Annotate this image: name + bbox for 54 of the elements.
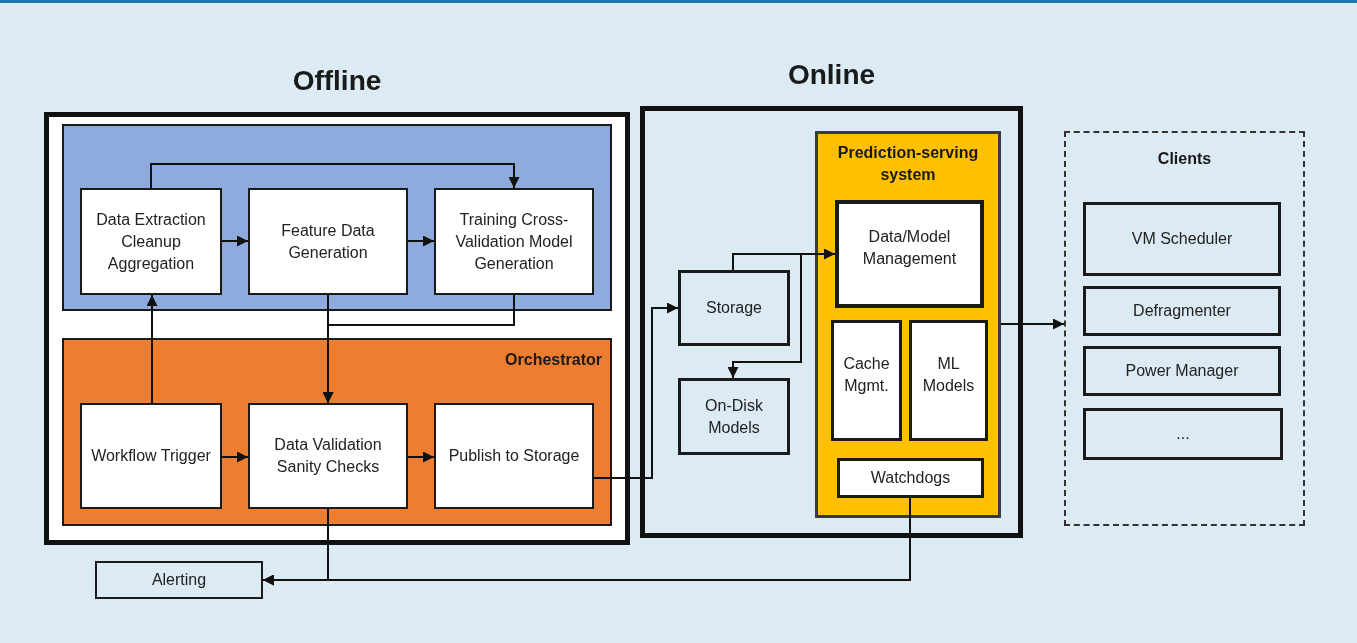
process-box [80, 188, 222, 295]
node-label: Defragmenter [1132, 301, 1232, 321]
process-box [434, 403, 594, 509]
node-label: ML Models [921, 354, 976, 396]
group-panel [62, 338, 612, 526]
group-heading: Orchestrator [505, 350, 602, 370]
group-heading: Offline [291, 67, 383, 95]
node-label: Power Manager [1124, 361, 1240, 381]
process-box [248, 403, 408, 509]
arrow [322, 294, 515, 404]
component-box [909, 320, 988, 441]
arrow [1000, 318, 1065, 330]
node-label: Feature Data Generation [280, 220, 376, 263]
storage-box [678, 270, 790, 346]
arrow [727, 253, 802, 379]
node-label: ... [1175, 424, 1191, 444]
node-label: VM Scheduler [1130, 229, 1234, 249]
group-heading: Online [786, 61, 877, 89]
arrow [407, 235, 435, 247]
node-label: Watchdogs [869, 468, 952, 488]
arrow [150, 163, 520, 189]
node-label: Data Validation Sanity Checks [273, 435, 383, 477]
client-box [1083, 286, 1281, 336]
group-panel [62, 124, 612, 311]
node-label: Cache Mgmt. [842, 354, 891, 396]
arrow [221, 451, 249, 463]
client-box [1083, 202, 1281, 276]
node-label: Data/Model Management [861, 227, 958, 269]
arrow [221, 235, 249, 247]
node-label: Data Extraction Cleanup Aggregation [95, 209, 207, 274]
process-box [434, 188, 594, 295]
node-label: Storage [704, 298, 763, 318]
node-label: Publish to Storage [447, 446, 581, 466]
client-box [1083, 346, 1281, 396]
alert-box [95, 561, 263, 599]
group-heading: Clients [1156, 149, 1213, 169]
component-box [837, 458, 984, 498]
arrow [593, 302, 679, 479]
system-panel [815, 131, 1001, 518]
dashed-group [1064, 131, 1305, 526]
arrow [407, 451, 435, 463]
process-box [80, 403, 222, 509]
process-box [248, 188, 408, 295]
node-label: Workflow Trigger [90, 446, 212, 466]
client-box [1083, 408, 1283, 460]
node-label: Alerting [150, 570, 208, 590]
arrow [146, 294, 158, 404]
component-box [835, 200, 984, 308]
node-label: Training Cross-Validation Model Generation [454, 209, 574, 274]
node-label: On-Disk Models [704, 395, 764, 438]
arrow [262, 497, 911, 586]
component-box [831, 320, 902, 441]
storage-box [678, 378, 790, 455]
group-heading: Prediction-serving system [836, 143, 980, 185]
